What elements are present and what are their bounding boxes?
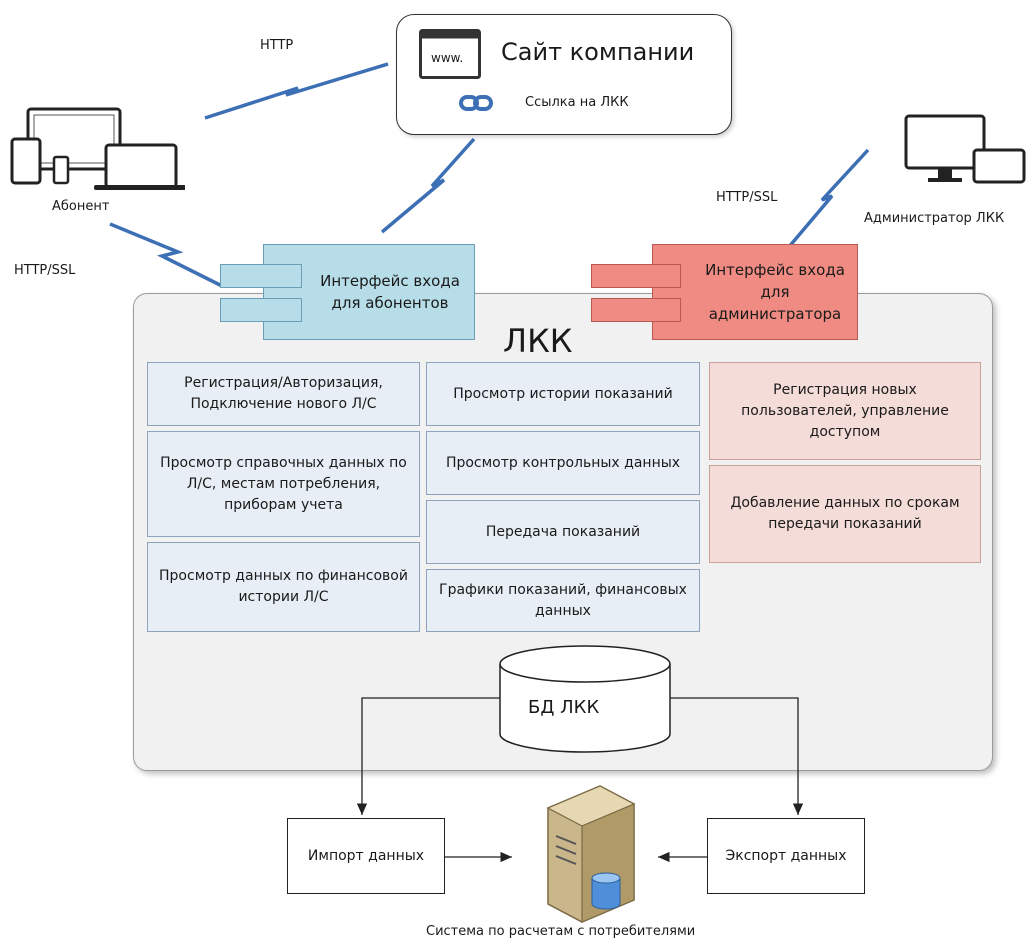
server-icon — [546, 785, 636, 923]
http-label: HTTP — [260, 38, 294, 53]
browser-icon — [419, 29, 481, 79]
arrow-to-export — [670, 697, 804, 815]
lkk-title: ЛКК — [503, 322, 573, 360]
admin-label: Администратор ЛКК — [864, 211, 1005, 226]
feature-submit-readings: Передача показаний — [426, 500, 700, 564]
admin-interface-tab-top — [591, 264, 681, 288]
lightning-subscriber-site — [204, 62, 389, 120]
export-box: Экспорт данных — [707, 818, 865, 894]
subscriber-interface-tab-bottom — [220, 298, 302, 322]
lightning-subscriber-interface — [109, 222, 223, 288]
subscriber-interface-box: Интерфейс входа для абонентов — [263, 244, 475, 340]
admin-interface-box: Интерфейс входа для администратора — [652, 244, 858, 340]
lightning-bolts — [109, 62, 870, 288]
lightning-site-interface — [380, 137, 476, 234]
feature-reading-deadlines: Добавление данных по срокам передачи пок… — [709, 465, 981, 563]
company-site-box: www. Сайт компании Ссылка на ЛКК — [396, 14, 732, 135]
feature-reference-data: Просмотр справочных данных по Л/С, места… — [147, 431, 420, 537]
subscriber-interface-tab-top — [220, 264, 302, 288]
admin-devices-icon — [904, 114, 1026, 184]
feature-charts: Графики показаний, финансовых данных — [426, 569, 700, 632]
db-cylinder — [499, 645, 671, 753]
admin-interface-label: Интерфейс входа для администратора — [705, 261, 845, 323]
lkk-link-label[interactable]: Ссылка на ЛКК — [525, 95, 629, 110]
link-icon — [459, 95, 493, 111]
subscriber-devices-icon — [10, 107, 185, 190]
feature-financial-history: Просмотр данных по финансовой истории Л/… — [147, 542, 420, 632]
db-label: БД ЛКК — [528, 697, 600, 718]
subscriber-label: Абонент — [52, 199, 110, 214]
feature-registration: Регистрация/Авторизация, Подключение нов… — [147, 362, 420, 426]
arrow-to-import — [356, 697, 500, 815]
lightning-admin-interface — [786, 148, 870, 250]
feature-user-registration: Регистрация новых пользователей, управле… — [709, 362, 981, 460]
https-label-right: HTTP/SSL — [716, 190, 778, 205]
import-box: Импорт данных — [287, 818, 445, 894]
https-label-left: HTTP/SSL — [14, 263, 76, 278]
admin-interface-tab-bottom — [591, 298, 681, 322]
system-label: Система по расчетам с потребителями — [426, 924, 696, 939]
subscriber-interface-label: Интерфейс входа для абонентов — [320, 272, 460, 312]
feature-control-data: Просмотр контрольных данных — [426, 431, 700, 495]
browser-url-text: www. — [431, 51, 464, 65]
feature-readings-history: Просмотр истории показаний — [426, 362, 700, 426]
site-title: Сайт компании — [501, 38, 695, 66]
